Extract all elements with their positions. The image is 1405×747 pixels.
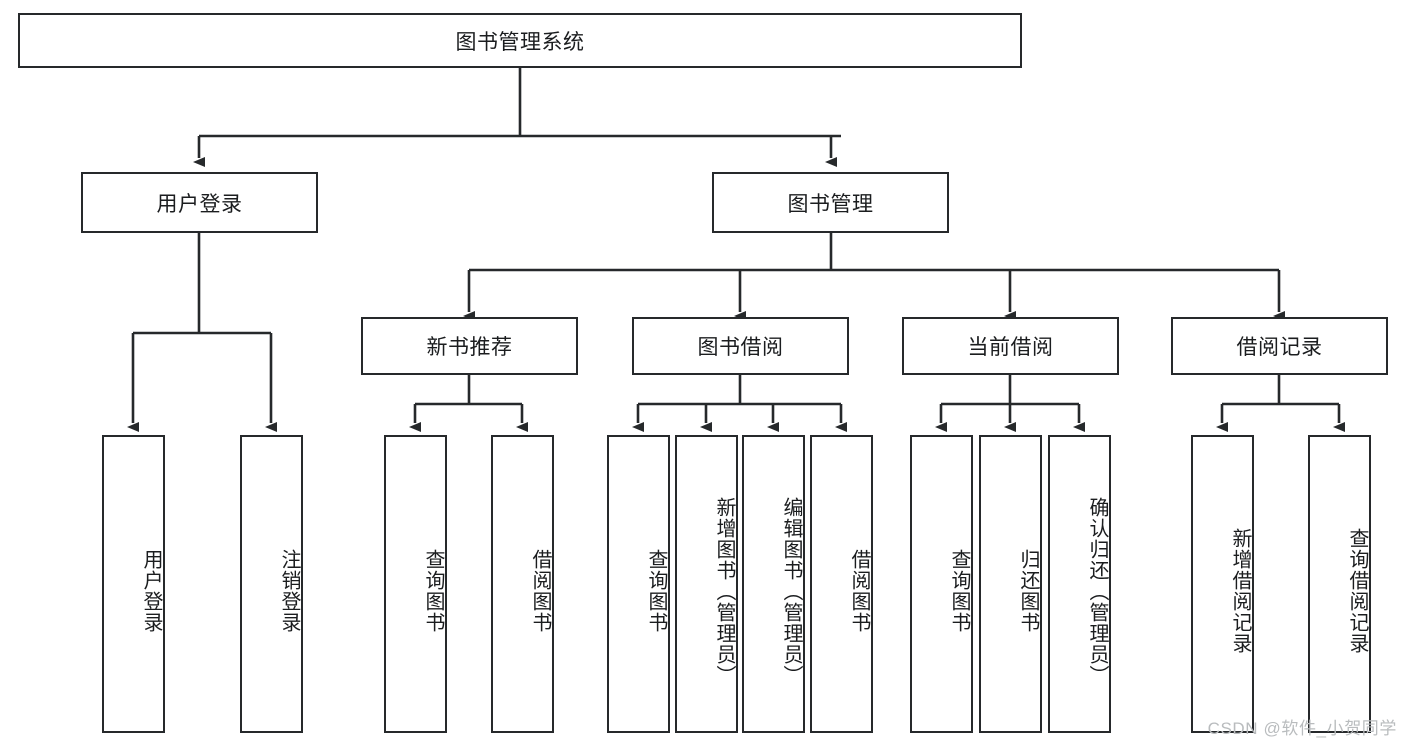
- node-label: 注销登录: [278, 549, 300, 633]
- node-label: 归还图书: [1017, 549, 1039, 633]
- node-leaf-user-login[interactable]: 用户登录: [102, 435, 165, 733]
- node-leaf-query-book-borrow[interactable]: 查询图书: [607, 435, 670, 733]
- watermark: CSDN @软件_小贺同学: [1207, 719, 1397, 738]
- node-user-login[interactable]: 用户登录: [81, 172, 318, 233]
- node-leaf-query-book-current[interactable]: 查询图书: [910, 435, 973, 733]
- node-leaf-confirm-return-admin[interactable]: 确认归还（管理员）: [1048, 435, 1111, 733]
- node-label: 查询图书: [645, 549, 667, 633]
- node-label: 新增借阅记录: [1229, 528, 1251, 654]
- node-label: 确认归还（管理员）: [1086, 496, 1108, 686]
- node-leaf-add-borrow-record[interactable]: 新增借阅记录: [1191, 435, 1254, 733]
- node-leaf-borrow-book-borrow[interactable]: 借阅图书: [810, 435, 873, 733]
- node-label: 当前借阅: [967, 336, 1054, 359]
- node-label: 用户登录: [156, 192, 243, 216]
- node-label: 新书推荐: [426, 336, 513, 359]
- node-new-book-recommend[interactable]: 新书推荐: [361, 317, 578, 375]
- node-book-borrow[interactable]: 图书借阅: [632, 317, 849, 375]
- node-borrow-record[interactable]: 借阅记录: [1171, 317, 1388, 375]
- node-leaf-query-book-new-recommend[interactable]: 查询图书: [384, 435, 447, 733]
- node-label: 图书管理系统: [455, 30, 585, 54]
- node-label: 查询图书: [948, 549, 970, 633]
- node-leaf-add-book-admin[interactable]: 新增图书（管理员）: [675, 435, 738, 733]
- node-current-borrow[interactable]: 当前借阅: [902, 317, 1119, 375]
- node-label: 借阅图书: [529, 549, 551, 633]
- node-label: 用户登录: [140, 549, 162, 633]
- node-book-management-system[interactable]: 图书管理系统: [18, 13, 1022, 68]
- node-book-management[interactable]: 图书管理: [712, 172, 949, 233]
- node-leaf-edit-book-admin[interactable]: 编辑图书（管理员）: [742, 435, 805, 733]
- node-label: 新增图书（管理员）: [713, 496, 735, 686]
- node-leaf-logout-login[interactable]: 注销登录: [240, 435, 303, 733]
- node-leaf-borrow-book-new-recommend[interactable]: 借阅图书: [491, 435, 554, 733]
- node-label: 图书管理: [787, 192, 874, 216]
- node-label: 编辑图书（管理员）: [780, 496, 802, 686]
- node-label: 图书借阅: [697, 336, 784, 359]
- node-label: 查询图书: [422, 549, 444, 633]
- node-label: 查询借阅记录: [1346, 528, 1368, 654]
- node-label: 借阅图书: [848, 549, 870, 633]
- node-leaf-query-borrow-record[interactable]: 查询借阅记录: [1308, 435, 1371, 733]
- node-label: 借阅记录: [1236, 336, 1323, 359]
- node-leaf-return-book[interactable]: 归还图书: [979, 435, 1042, 733]
